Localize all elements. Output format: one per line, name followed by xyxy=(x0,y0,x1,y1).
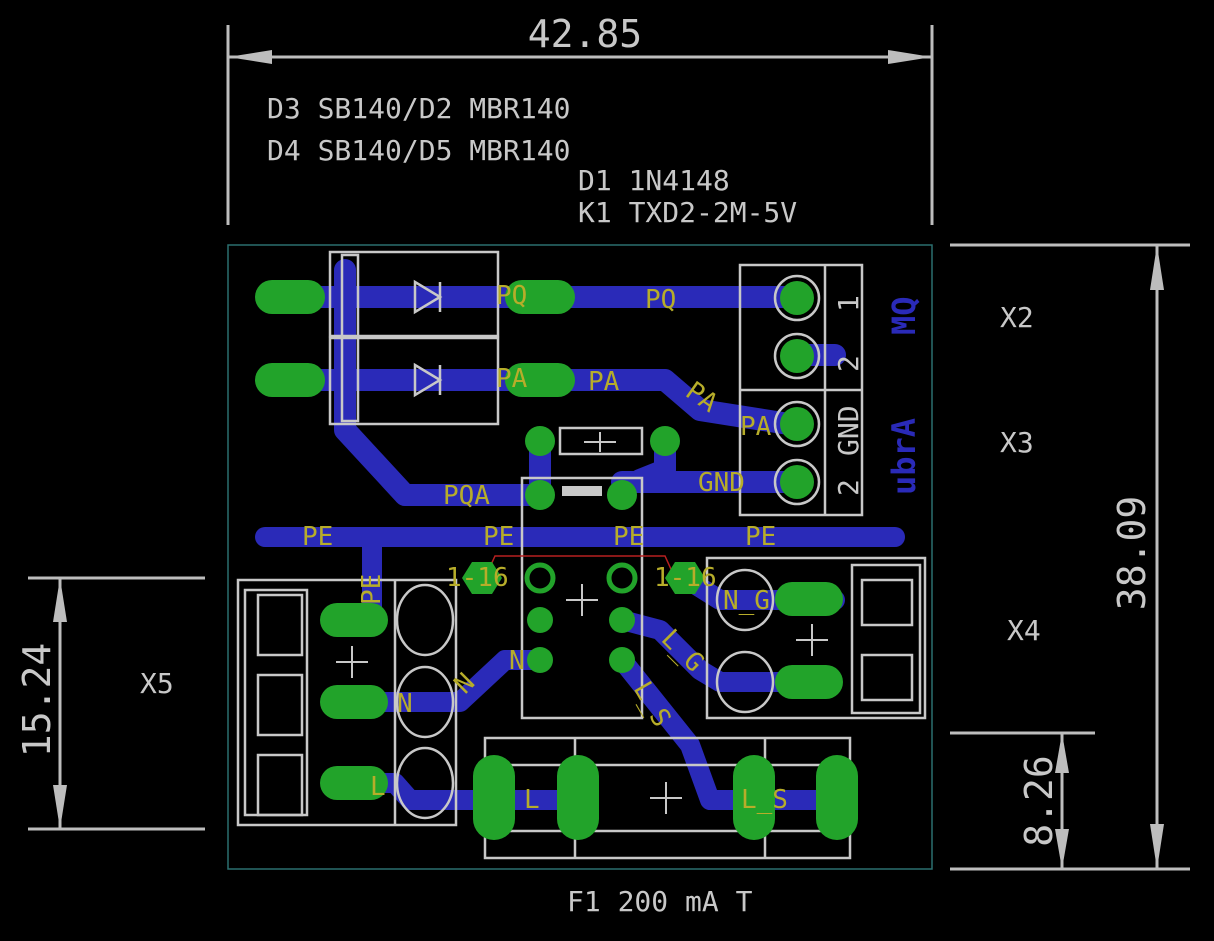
net-label-l: L xyxy=(370,772,386,802)
net-label-n: N xyxy=(397,689,413,719)
copper-text: MQ ubrA xyxy=(885,296,923,495)
net-label-l-s: L_S xyxy=(741,785,788,815)
net-label-gnd: GND xyxy=(698,468,745,498)
silkscreen-outlines xyxy=(236,250,927,860)
net-label-pa-x3: PA xyxy=(740,412,772,442)
label-k1: K1 TXD2-2M-5V xyxy=(578,196,797,229)
net-label-pa-pad: PA xyxy=(496,364,528,394)
label-f1: F1 200 mA T xyxy=(567,885,753,918)
label-x5: X5 xyxy=(140,667,174,700)
net-label-n-relay: N xyxy=(509,646,525,676)
copper-label-mq: MQ xyxy=(885,296,923,335)
dimension-width: 42.85 xyxy=(226,12,934,225)
net-label-pq-pad: PQ xyxy=(496,281,527,311)
label-d3: D3 SB140/D2 MBR140 xyxy=(267,92,570,125)
net-labels: PQ PQ PA PA PA PA PQA GND PE PE PE PE PE… xyxy=(302,281,865,815)
dimension-left: 15.24 xyxy=(15,576,205,831)
dimension-height-value: 38.09 xyxy=(1110,496,1154,610)
net-label-pe-3: PE xyxy=(613,522,644,552)
gnd-label-x3: GND xyxy=(832,405,865,456)
dimension-left-value: 15.24 xyxy=(15,643,59,757)
pin-number-2-x3: 2 xyxy=(832,479,865,496)
label-d1: D1 1N4148 xyxy=(578,164,730,197)
dimension-right-small: 8.26 xyxy=(950,731,1095,869)
pin-number-1-x2: 1 xyxy=(832,295,865,312)
pin-label-1-16-left: 1-16 xyxy=(446,563,509,593)
dimension-width-value: 42.85 xyxy=(528,12,642,56)
label-x3: X3 xyxy=(1000,426,1034,459)
net-label-pe-1: PE xyxy=(302,522,333,552)
net-label-pqa: PQA xyxy=(443,481,490,511)
net-label-n-g: N_G xyxy=(723,586,770,616)
origin-markers xyxy=(336,432,828,814)
net-label-pq: PQ xyxy=(645,285,676,315)
net-label-pe-2: PE xyxy=(483,522,514,552)
net-label-pa: PA xyxy=(588,367,620,397)
label-x2: X2 xyxy=(1000,301,1034,334)
dimension-right-small-value: 8.26 xyxy=(1017,755,1061,847)
label-d4: D4 SB140/D5 MBR140 xyxy=(267,134,570,167)
pin-number-2-x2: 2 xyxy=(832,355,865,372)
pin-label-1-16-right: 1-16 xyxy=(654,563,717,593)
net-label-l-fuse: L xyxy=(524,785,540,815)
label-x4: X4 xyxy=(1007,614,1041,647)
board-outline xyxy=(227,244,933,870)
pads xyxy=(255,280,858,840)
net-label-pe-vert: PE xyxy=(357,574,387,605)
copper-label-ubra: ubrA xyxy=(885,418,923,495)
component-labels: D3 SB140/D2 MBR140 D4 SB140/D5 MBR140 D1… xyxy=(140,92,1041,918)
dimension-height: 38.09 xyxy=(950,243,1190,871)
net-label-pe-4: PE xyxy=(745,522,776,552)
